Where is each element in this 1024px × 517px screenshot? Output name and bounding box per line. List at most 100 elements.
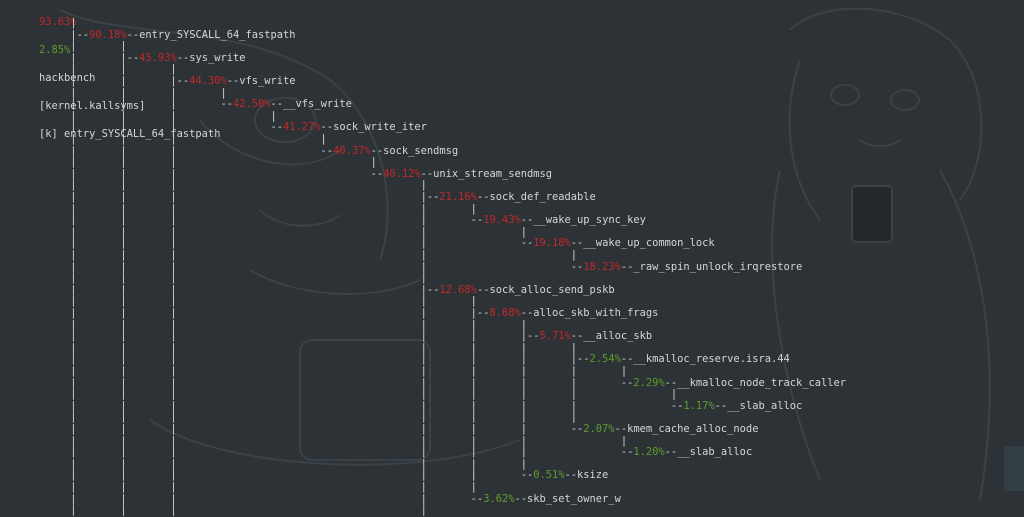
call-graph-entry[interactable]: | | | --40.12%--unix_stream_sendmsg	[14, 167, 552, 181]
overhead-percent: 19.18%	[533, 237, 571, 250]
name-separator: --	[664, 446, 678, 459]
call-graph-connector: | | | |	[14, 109, 276, 123]
function-name: skb_set_owner_w	[526, 492, 621, 505]
name-separator: --	[714, 399, 728, 412]
tree-prefix: | | | | | |	[14, 341, 571, 354]
function-name: alloc_skb_with_frags	[533, 307, 659, 319]
tree-prefix: | | | |	[14, 272, 427, 285]
overhead-percent: 8.68%	[489, 307, 521, 319]
tree-prefix: | | | | |	[14, 481, 477, 493]
overhead-percent: 2.07%	[583, 423, 615, 435]
name-separator: --	[420, 167, 434, 180]
call-graph-entry[interactable]: | |--45.93%--sys_write	[14, 51, 245, 65]
tree-prefix: | | | |	[14, 260, 571, 273]
tree-connector: |	[320, 133, 327, 145]
tree-connector: |	[470, 202, 477, 215]
call-graph-entry[interactable]: |--90.18%--entry_SYSCALL_64_fastpath	[14, 28, 295, 42]
tree-connector: |	[520, 225, 527, 238]
tree-connector: --	[570, 260, 584, 273]
function-name: ksize	[577, 469, 609, 482]
call-graph-entry[interactable]: | | | | | | | --1.17%--__slab_alloc	[14, 399, 802, 413]
overhead-percent: 45.93%	[139, 51, 177, 64]
name-separator: --	[570, 237, 584, 250]
tree-prefix: | | | |	[14, 214, 471, 227]
name-separator: --	[564, 469, 578, 482]
call-graph-connector: | | | | | | | |	[14, 364, 627, 378]
tree-connector: --	[520, 237, 534, 250]
tree-prefix: | | | |	[14, 307, 471, 319]
call-graph-entry[interactable]: | | | --40.37%--sock_sendmsg	[14, 144, 458, 158]
call-graph-connector: | | | |	[14, 178, 471, 192]
function-name: __vfs_write	[283, 98, 352, 111]
tree-prefix: | | |	[14, 156, 371, 169]
call-graph-entry[interactable]: | | | |--12.68%--sock_alloc_send_pskb	[14, 283, 614, 297]
name-separator: --	[620, 260, 634, 273]
overhead-percent: 1.17%	[683, 399, 715, 412]
tree-prefix: | | |	[14, 121, 271, 134]
call-graph-entry[interactable]: | | |--44.30%--vfs_write	[14, 74, 295, 88]
tree-connector: |--	[470, 307, 490, 319]
tree-prefix: | | | | | | |	[14, 388, 671, 401]
overhead-percent: 44.30%	[189, 75, 227, 87]
tree-prefix: | | |	[14, 98, 221, 111]
tree-connector: |	[120, 40, 127, 53]
overhead-percent: 90.18%	[89, 28, 127, 41]
call-graph-entry[interactable]: | | | | | --0.51%--ksize	[14, 468, 608, 482]
call-graph-entry[interactable]: | | | | --19.18%--__wake_up_common_lock	[14, 236, 714, 250]
shared-object: [kernel.kallsyms]	[39, 100, 146, 112]
call-graph-entry[interactable]: | | | | | | | --2.29%--__kmalloc_node_tr…	[14, 376, 846, 390]
name-separator: --	[520, 307, 534, 319]
name-separator: --	[620, 353, 634, 366]
function-name: __alloc_skb	[583, 330, 653, 343]
name-separator: --	[614, 423, 628, 435]
overhead-percent: 21.16%	[439, 191, 477, 203]
call-graph-connector: | | | | | | |	[14, 410, 577, 424]
self-overhead: 2.85%	[39, 44, 71, 56]
call-graph-entry[interactable]: | | | --41.27%--sock_write_iter	[14, 120, 427, 134]
name-separator: --	[226, 75, 240, 87]
children-overhead: 93.63%	[39, 16, 77, 28]
tree-connector: |	[370, 156, 377, 169]
tree-prefix: | | | |	[14, 504, 471, 517]
call-graph-entry[interactable]: | | | --42.50%--__vfs_write	[14, 97, 352, 111]
call-graph-entry[interactable]: | | | | | | --1.20%--__slab_alloc	[14, 445, 752, 459]
tree-connector: |	[470, 295, 477, 308]
tree-connector: |--	[570, 353, 590, 366]
function-name: __kmalloc_reserve.isra.44	[633, 353, 790, 366]
call-graph-connector: | | | | |	[14, 248, 577, 262]
tree-connector: --	[320, 144, 334, 157]
call-graph-entry[interactable]: | | | | |--8.68%--alloc_skb_with_frags	[14, 306, 658, 320]
tree-connector: --	[620, 446, 634, 459]
name-separator: --	[476, 283, 490, 296]
tree-prefix: | | | | | | |	[14, 376, 621, 389]
call-graph-entry[interactable]: | | | | --19.43%--__wake_up_sync_key	[14, 213, 646, 227]
tree-connector: |	[570, 341, 578, 354]
tree-prefix: | | | | |	[14, 330, 521, 343]
function-name: unix_stream_sendmsg	[433, 167, 553, 180]
tree-connector: |	[620, 365, 628, 377]
overhead-percent: 2.29%	[633, 376, 665, 389]
call-graph-connector: | | | |	[14, 503, 471, 517]
call-graph-entry[interactable]: | | | | | | |--2.54%--__kmalloc_reserve.…	[14, 352, 790, 366]
tree-prefix: | | |	[14, 191, 421, 203]
tree-prefix: | | | | |	[14, 469, 521, 482]
tree-connector: --	[470, 214, 484, 227]
call-graph-connector: | | | |	[14, 132, 327, 146]
call-graph-entry[interactable]: | | | | --3.62%--skb_set_owner_w	[14, 492, 621, 506]
call-graph-connector: | | | | |	[14, 480, 477, 494]
tree-connector: |	[170, 63, 177, 76]
call-graph-entry[interactable]: | | | | | | --2.07%--kmem_cache_alloc_no…	[14, 422, 758, 436]
call-graph-entry[interactable]: | | | | | |--5.71%--__alloc_skb	[14, 329, 652, 343]
tree-connector: |	[220, 86, 227, 99]
name-separator: --	[476, 191, 490, 203]
call-graph-connector: |	[14, 16, 76, 30]
overhead-percent: 40.37%	[333, 144, 371, 157]
tree-prefix: | | | |	[14, 179, 471, 192]
call-graph-entry[interactable]: | | | |--21.16%--sock_def_readable	[14, 190, 596, 204]
tree-prefix: | | | |	[14, 249, 571, 261]
tree-prefix: | | |	[14, 283, 421, 296]
function-name: sock_sendmsg	[383, 144, 459, 157]
call-graph-entry[interactable]: | | | | --18.23%--_raw_spin_unlock_irqre…	[14, 260, 802, 274]
